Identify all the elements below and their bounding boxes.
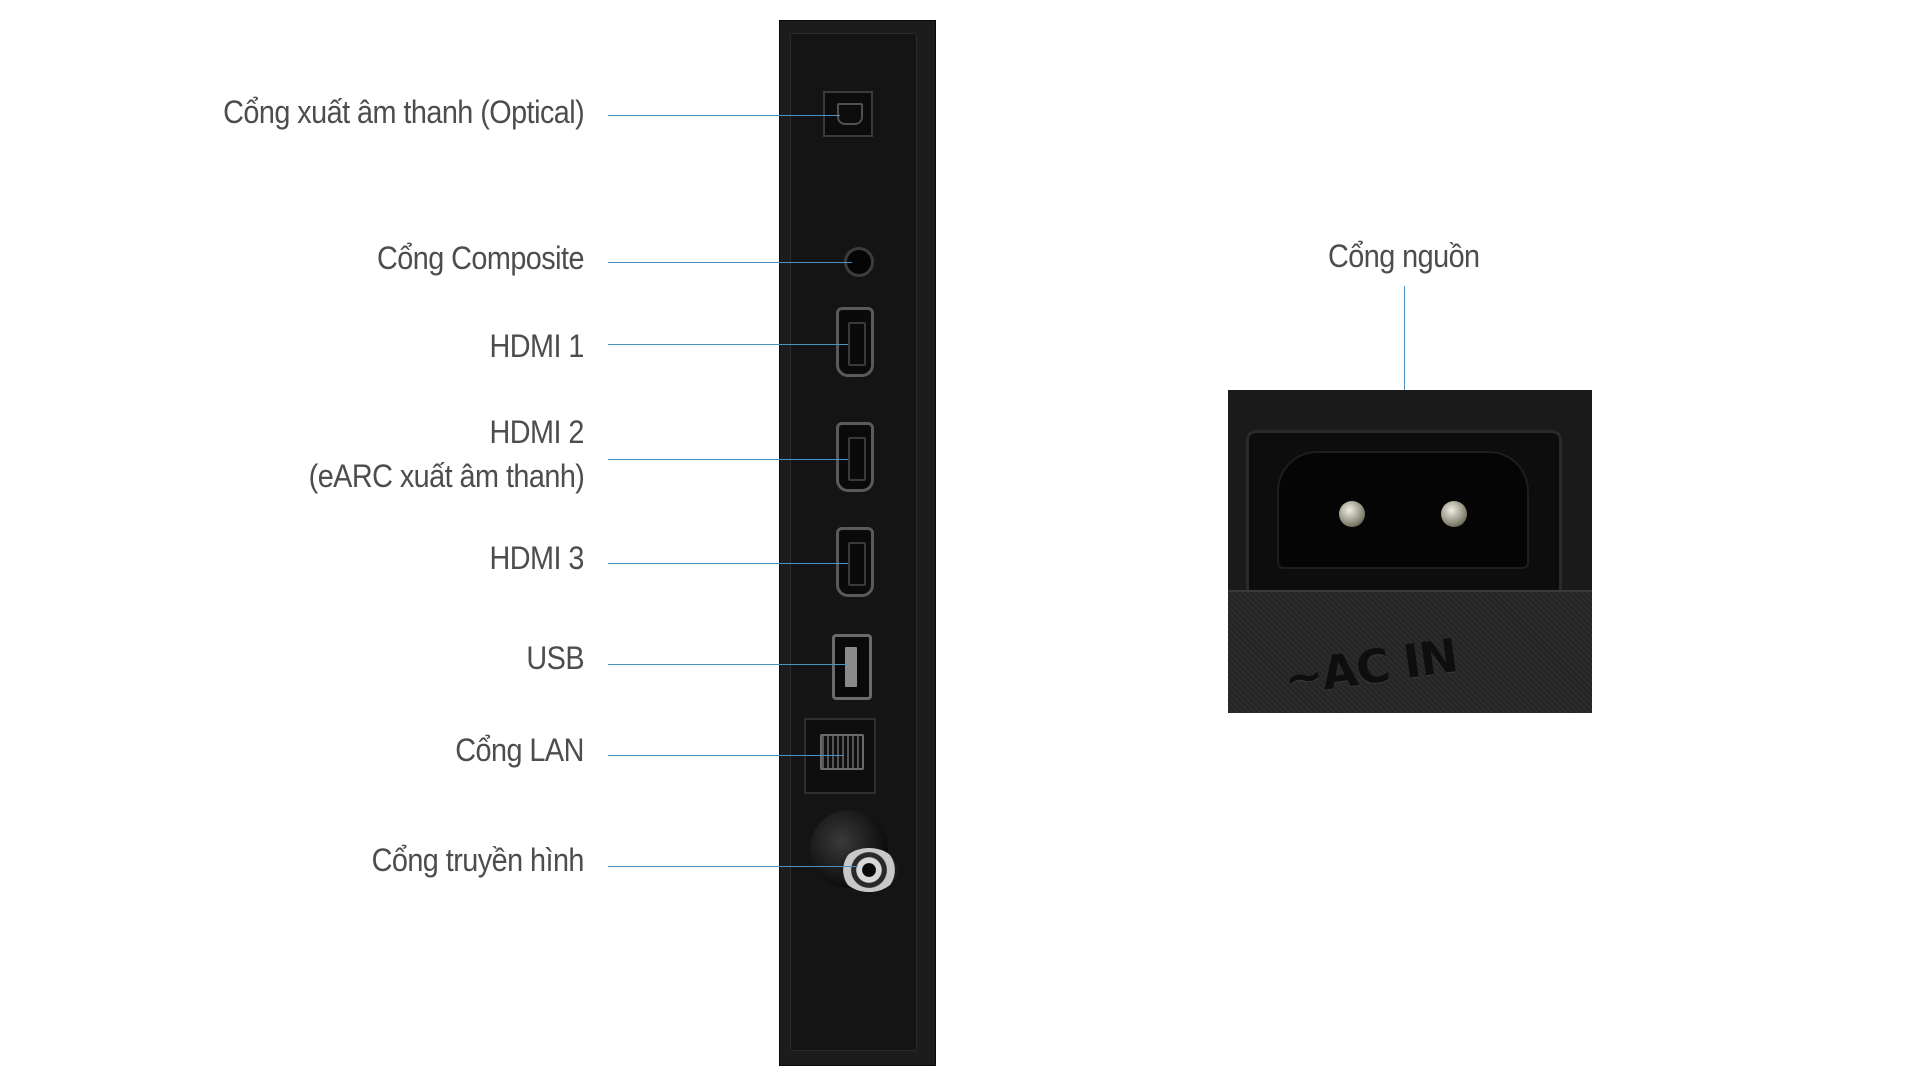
leader-hdmi3	[608, 563, 848, 564]
power-socket	[1246, 430, 1562, 596]
lan-port	[804, 718, 876, 794]
hdmi2-port	[836, 422, 874, 492]
label-hdmi1: HDMI 1	[489, 328, 585, 364]
leader-power	[1404, 286, 1405, 390]
label-hdmi2: HDMI 2	[489, 414, 585, 450]
optical-port	[823, 91, 873, 137]
leader-usb	[608, 664, 848, 665]
hdmi1-port	[836, 307, 874, 377]
label-composite: Cổng Composite	[377, 240, 584, 276]
label-hdmi3: HDMI 3	[489, 540, 585, 576]
leader-optical	[608, 115, 840, 116]
leader-hdmi2	[608, 459, 848, 460]
usb-port	[832, 634, 872, 700]
power-socket-photo: ~AC IN	[1228, 390, 1592, 713]
power-socket-recess	[1277, 451, 1529, 569]
antenna-connector-tip	[840, 848, 898, 892]
power-housing	[1228, 590, 1592, 713]
label-power: Cổng nguồn	[1328, 238, 1480, 274]
label-hdmi2-subtitle: (eARC xuất âm thanh)	[308, 458, 584, 494]
label-optical: Cổng xuất âm thanh (Optical)	[222, 94, 585, 130]
hdmi3-port	[836, 527, 874, 597]
leader-composite	[608, 262, 852, 263]
leader-antenna	[608, 866, 858, 867]
leader-lan	[608, 755, 844, 756]
power-pin-right	[1441, 501, 1467, 527]
label-antenna: Cổng truyền hình	[371, 842, 585, 878]
label-lan: Cổng LAN	[455, 732, 584, 768]
power-pin-left	[1339, 501, 1365, 527]
leader-hdmi1	[608, 344, 848, 345]
label-usb: USB	[526, 640, 584, 676]
